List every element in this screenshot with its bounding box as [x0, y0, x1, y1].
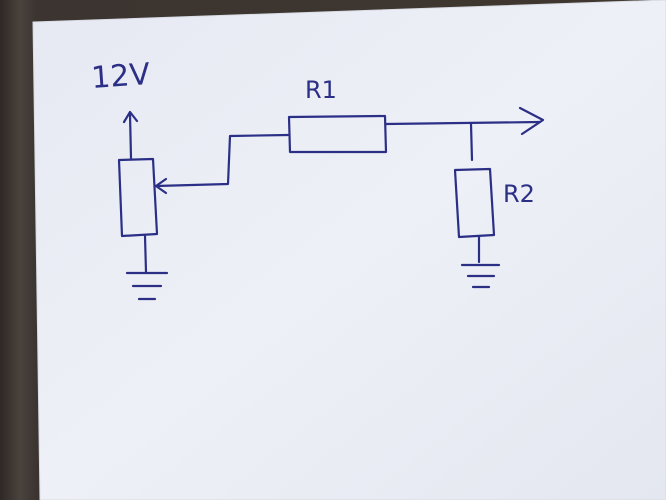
output-wire	[384, 120, 542, 126]
r1-label: R1	[305, 76, 337, 104]
r2-ground-symbol	[460, 263, 501, 289]
wiper-wire	[154, 133, 290, 188]
supply-wire	[128, 112, 133, 160]
supply-label: 12V	[90, 57, 151, 96]
r2-top-wire	[469, 122, 474, 162]
supply-arrowhead	[122, 110, 139, 124]
r2-resistor	[453, 167, 496, 239]
potentiometer-body	[117, 157, 159, 238]
r2-label: R2	[503, 180, 535, 208]
pot-ground-wire	[143, 234, 148, 274]
r1-resistor	[287, 114, 388, 154]
pot-ground-symbol	[125, 271, 169, 301]
paper-sheet	[32, 0, 666, 500]
output-arrowhead	[518, 106, 545, 136]
